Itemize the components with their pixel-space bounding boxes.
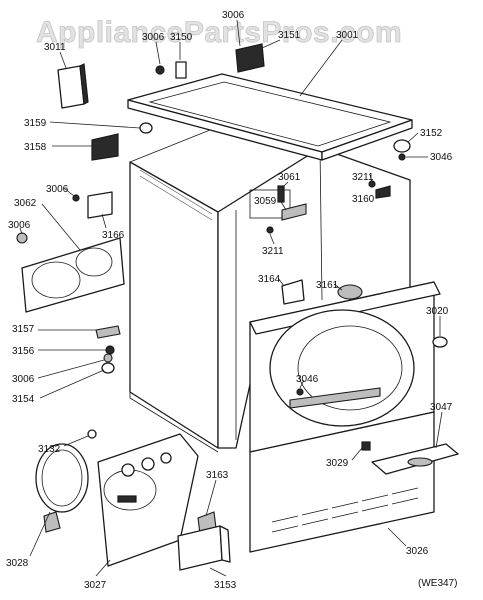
diagram-code: (WE347) bbox=[418, 578, 457, 589]
callout-3132: 3132 bbox=[38, 444, 61, 455]
callout-3001: 3001 bbox=[336, 30, 359, 41]
callout-3047: 3047 bbox=[430, 402, 453, 413]
callout-3006: 3006 bbox=[222, 10, 245, 21]
callout-3046: 3046 bbox=[296, 374, 319, 385]
small-parts bbox=[16, 43, 448, 571]
callout-3061: 3061 bbox=[278, 172, 301, 183]
callout-3006: 3006 bbox=[46, 184, 69, 195]
callout-3160: 3160 bbox=[352, 194, 375, 205]
callout-labels: 3006 3151 3001 3011 3006 3150 3159 3158 … bbox=[6, 10, 457, 591]
callout-3026: 3026 bbox=[406, 546, 429, 557]
callout-3211: 3211 bbox=[352, 172, 374, 183]
callout-3156: 3156 bbox=[12, 346, 35, 357]
callout-3164: 3164 bbox=[258, 274, 281, 285]
callout-3161: 3161 bbox=[316, 280, 339, 291]
callout-3150: 3150 bbox=[170, 32, 193, 43]
callout-3152: 3152 bbox=[420, 128, 443, 139]
callout-3006: 3006 bbox=[142, 32, 165, 43]
callout-3151: 3151 bbox=[278, 30, 301, 41]
callout-3059: 3059 bbox=[254, 196, 277, 207]
front-panel-part bbox=[249, 281, 441, 553]
callout-3166: 3166 bbox=[102, 230, 125, 241]
callout-3020: 3020 bbox=[426, 306, 449, 317]
bulkhead-part bbox=[21, 237, 125, 313]
callout-3028: 3028 bbox=[6, 558, 29, 569]
callout-3027: 3027 bbox=[84, 580, 107, 591]
callout-3153: 3153 bbox=[214, 580, 237, 591]
callout-3211: 3211 bbox=[262, 246, 284, 257]
callout-3154: 3154 bbox=[12, 394, 35, 405]
callout-3062: 3062 bbox=[14, 198, 37, 209]
callout-3157: 3157 bbox=[12, 324, 35, 335]
callout-3158: 3158 bbox=[24, 142, 47, 153]
callout-3163: 3163 bbox=[206, 470, 229, 481]
callout-3159: 3159 bbox=[24, 118, 47, 129]
callout-3006: 3006 bbox=[12, 374, 35, 385]
lint-tray-part bbox=[371, 443, 459, 475]
top-panel-part bbox=[127, 73, 413, 161]
callout-3029: 3029 bbox=[326, 458, 349, 469]
callout-3006: 3006 bbox=[8, 220, 31, 231]
callout-3046: 3046 bbox=[430, 152, 453, 163]
watermark-text: AppliancePartsPros.com bbox=[36, 16, 402, 49]
callout-3011: 3011 bbox=[44, 42, 66, 53]
leader-lines bbox=[19, 19, 443, 577]
